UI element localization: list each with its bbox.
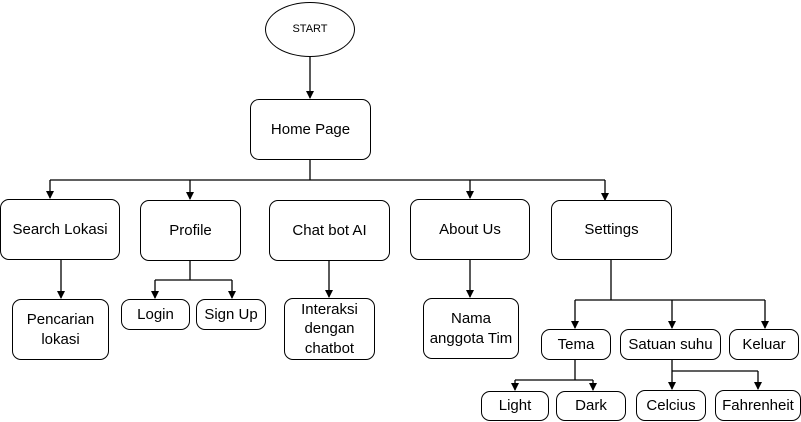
login-node: Login [121, 299, 190, 330]
chatbot-ai-node: Chat bot AI [269, 200, 390, 261]
about-us-node: About Us [410, 199, 530, 260]
keluar-node: Keluar [729, 329, 799, 360]
profile-node: Profile [140, 200, 241, 261]
nama-anggota-tim-node: Nama anggota Tim [423, 298, 519, 359]
pencarian-lokasi-node: Pencarian lokasi [12, 299, 109, 360]
home-page-node: Home Page [250, 99, 371, 160]
sign-up-node: Sign Up [196, 299, 266, 330]
celcius-node: Celcius [636, 390, 706, 421]
settings-node: Settings [551, 200, 672, 260]
tema-node: Tema [541, 329, 611, 360]
satuan-suhu-node: Satuan suhu [620, 329, 721, 360]
light-node: Light [481, 391, 549, 421]
dark-node: Dark [556, 391, 626, 421]
fahrenheit-node: Fahrenheit [715, 390, 801, 421]
interaksi-chatbot-node: Interaksi dengan chatbot [284, 298, 375, 360]
start-node: START [265, 2, 355, 57]
search-lokasi-node: Search Lokasi [0, 199, 120, 260]
